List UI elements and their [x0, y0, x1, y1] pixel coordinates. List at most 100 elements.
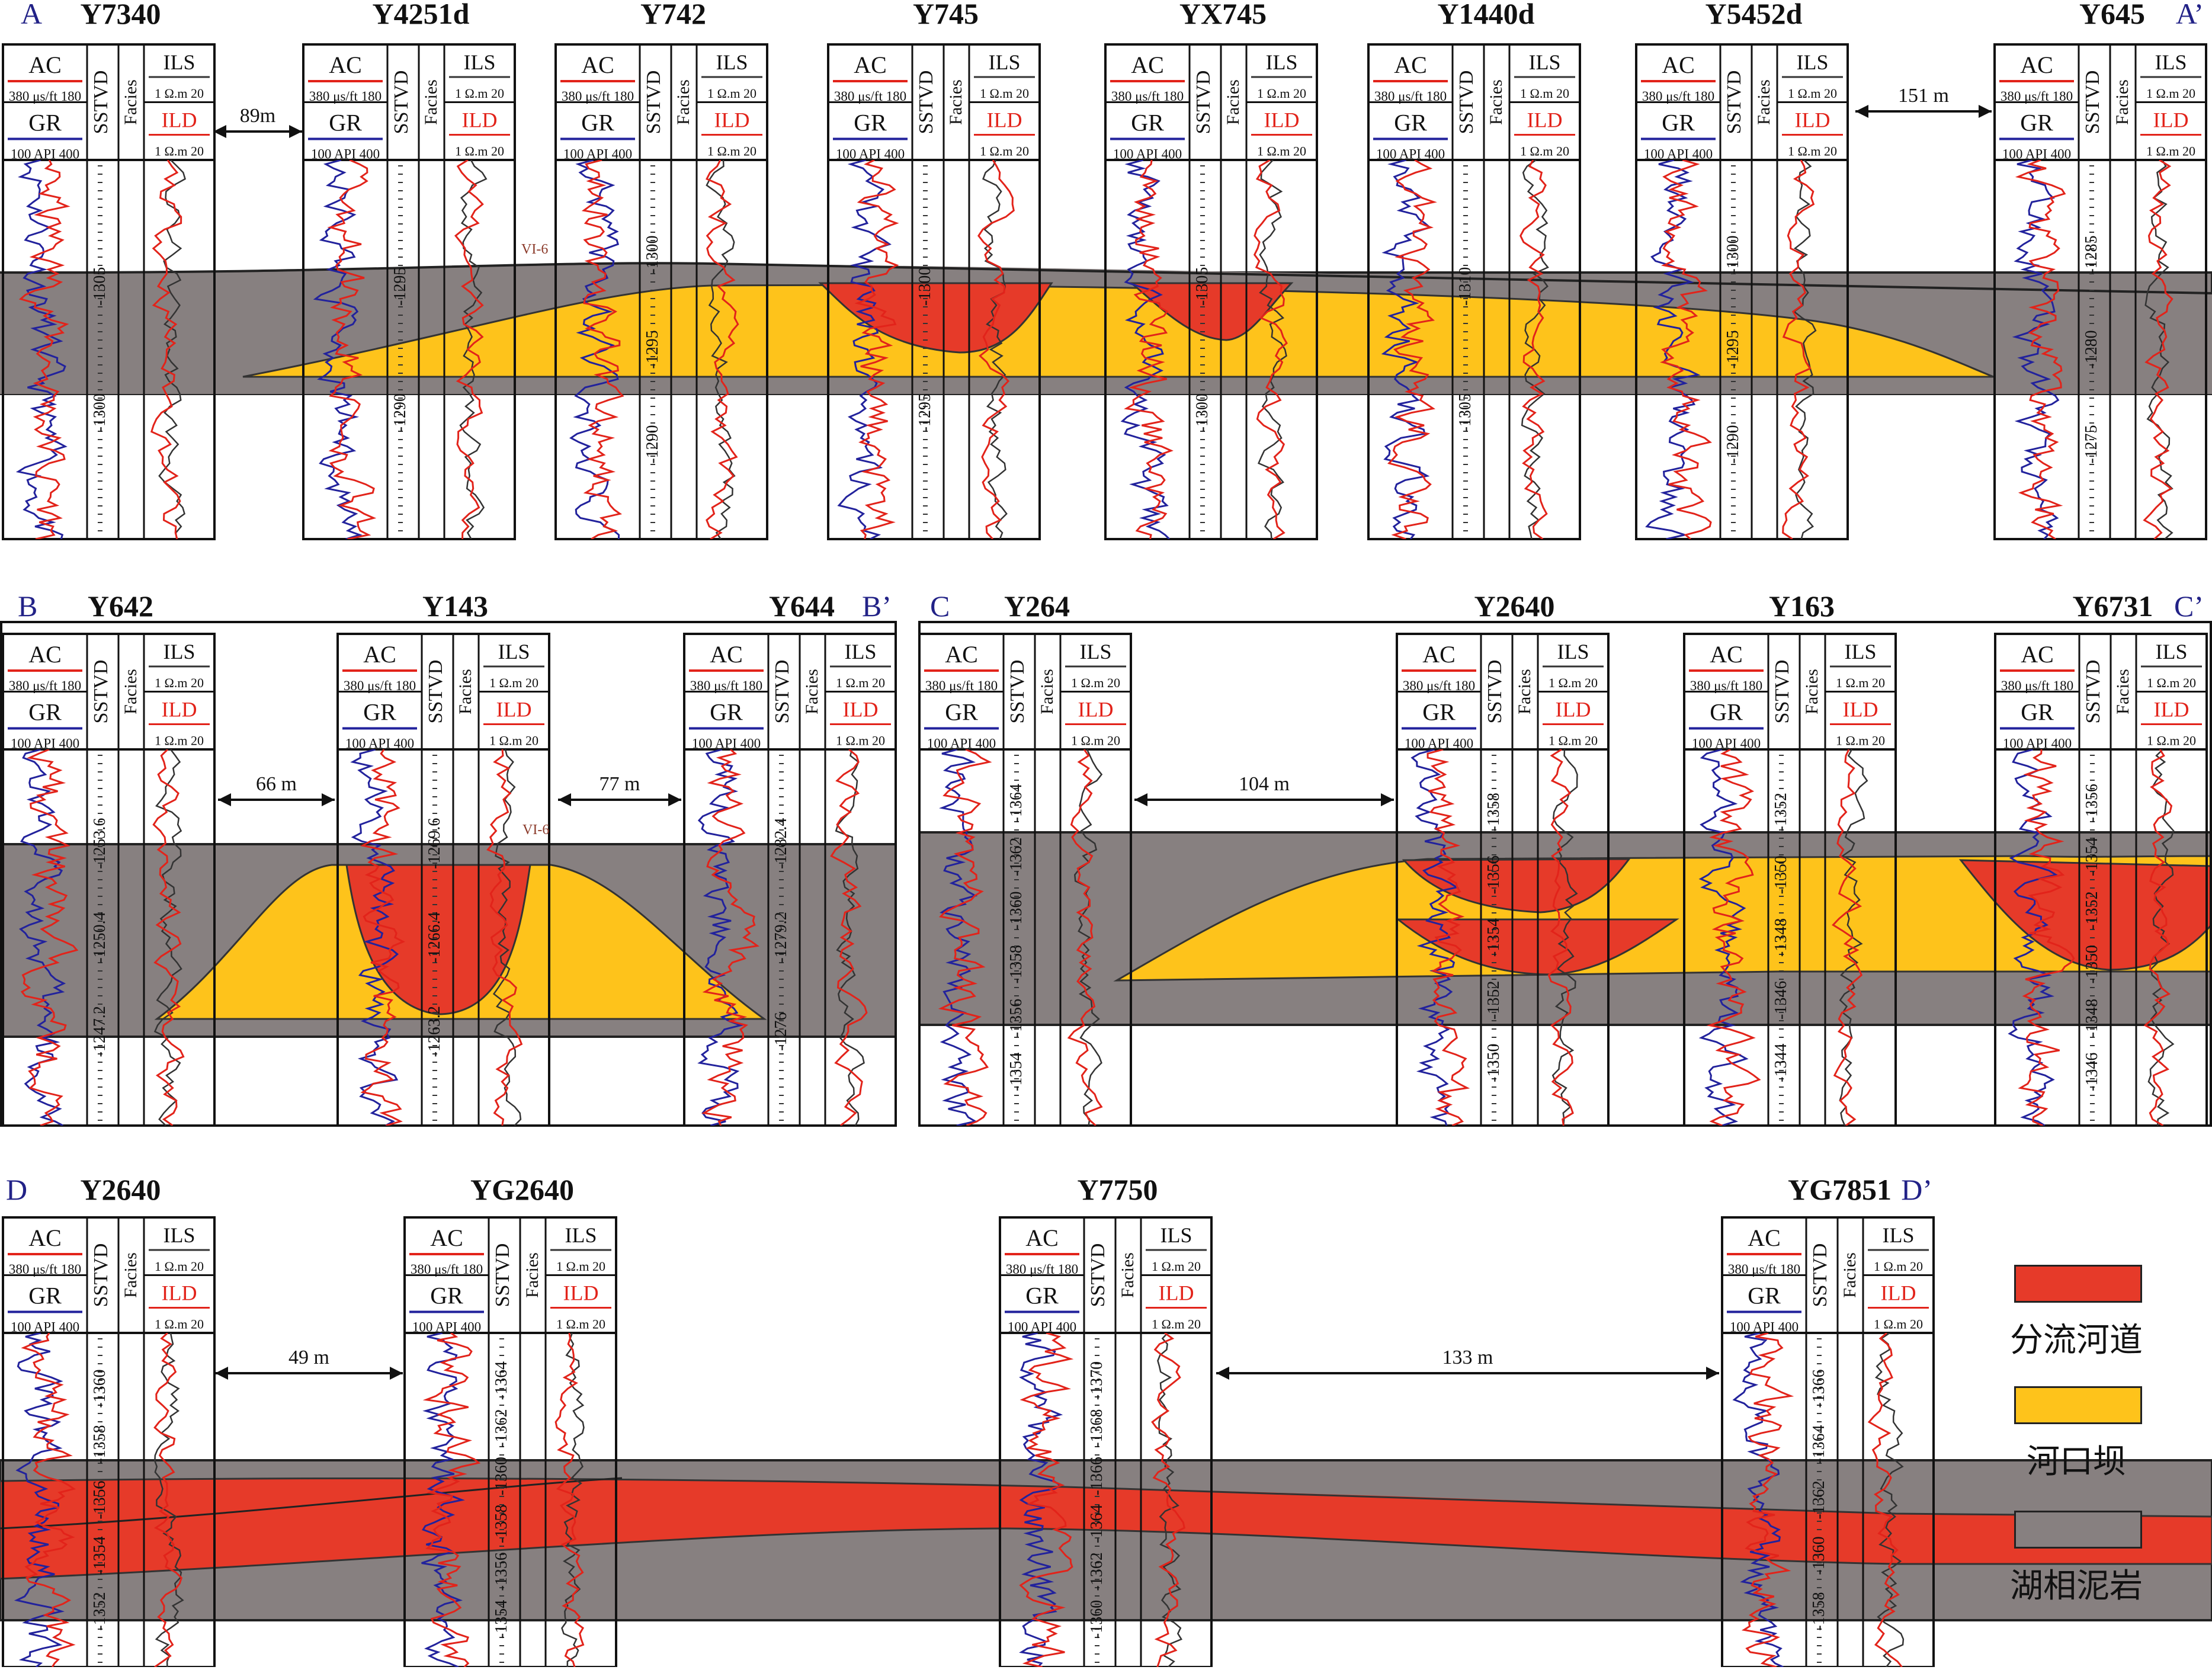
facies-header: Facies — [121, 79, 140, 125]
ils-label: ILS — [2156, 640, 2188, 663]
ild-curve — [454, 160, 484, 539]
ild-curve — [1832, 749, 1863, 1126]
gr-label: GR — [1662, 110, 1695, 136]
ac-curve — [581, 160, 624, 539]
ild-scale: 1 Ω.m 20 — [836, 733, 885, 748]
gr-label: GR — [945, 699, 978, 726]
ac-label: AC — [28, 1225, 62, 1251]
log-curves — [18, 749, 185, 1126]
ils-label: ILS — [1529, 50, 1561, 74]
ild-label: ILD — [1527, 108, 1563, 132]
ac-label: AC — [1662, 52, 1695, 78]
facies-header: Facies — [946, 79, 966, 125]
depth-label: -1370 — [1088, 1361, 1106, 1400]
ac-scale: 380 μs/ft 180 — [2001, 678, 2073, 693]
ild-label: ILD — [462, 108, 498, 132]
depth-label: -1282.4 — [772, 818, 790, 869]
ils-scale: 1 Ω.m 20 — [455, 86, 504, 101]
depth-label: -1356 — [91, 1480, 109, 1519]
arrow-head — [1979, 105, 1992, 118]
gr-scale: 100 API 400 — [11, 736, 79, 751]
depth-label: -1305 — [1193, 267, 1211, 306]
ild-label: ILD — [1843, 698, 1878, 722]
ild-scale: 1 Ω.m 20 — [2147, 733, 2196, 748]
depth-label: -1350 — [1772, 855, 1790, 894]
depth-label: -1352 — [91, 1592, 109, 1630]
well-name: YG7851 — [1788, 1173, 1892, 1206]
depth-label: -1358 — [1810, 1592, 1828, 1630]
legend-swatch-channel — [2014, 1265, 2142, 1303]
legend-item-mouth-bar: 河口坝 — [2014, 1386, 2153, 1483]
ild-scale: 1 Ω.m 20 — [1788, 144, 1837, 159]
ild-scale: 1 Ω.m 20 — [707, 144, 756, 159]
ils-label: ILS — [1080, 640, 1112, 663]
depth-label: -1362 — [1007, 838, 1025, 876]
depth-label: -1346 — [1772, 981, 1790, 1020]
ild-scale: 1 Ω.m 20 — [1152, 1317, 1201, 1332]
ild-label: ILD — [496, 698, 532, 722]
ac-label: AC — [1131, 52, 1164, 78]
ac-curve — [1706, 749, 1761, 1126]
log-curves — [938, 749, 1103, 1126]
section-end-label: B’ — [862, 589, 892, 623]
facies-header: Facies — [802, 669, 822, 714]
arrow-head — [1855, 105, 1868, 118]
facies-header: Facies — [1840, 1252, 1860, 1298]
gr-curve — [1019, 1333, 1063, 1667]
ac-label: AC — [1394, 52, 1427, 78]
depth-label: -1290 — [1724, 425, 1742, 463]
depth-label: -1360 — [91, 1369, 109, 1408]
well-name: Y645 — [2079, 0, 2145, 30]
ac-curve — [854, 160, 899, 539]
gr-scale: 100 API 400 — [1730, 1320, 1799, 1335]
ac-curve — [18, 160, 70, 539]
gr-label: GR — [1131, 110, 1164, 136]
depth-header: SSTVD — [492, 1243, 514, 1307]
ils-label: ILS — [1883, 1223, 1915, 1247]
log-curves — [697, 749, 868, 1126]
depth-header: SSTVD — [390, 70, 412, 134]
ils-label: ILS — [464, 50, 496, 74]
ils-scale: 1 Ω.m 20 — [1520, 86, 1569, 101]
section-end-label: D’ — [1901, 1173, 1932, 1206]
ils-curve — [158, 160, 186, 539]
ils-scale: 1 Ω.m 20 — [2147, 675, 2196, 690]
ild-label: ILD — [2153, 108, 2189, 132]
arrow-head — [668, 793, 681, 806]
channel-body — [345, 864, 531, 1015]
depth-label: -1360 — [1007, 891, 1025, 929]
ils-label: ILS — [164, 50, 195, 74]
depth-label: -1362 — [492, 1409, 511, 1447]
ild-label: ILD — [1078, 698, 1114, 722]
ils-scale: 1 Ω.m 20 — [1152, 1259, 1201, 1274]
depth-label: -1358 — [492, 1505, 511, 1543]
ild-label: ILD — [1159, 1281, 1194, 1305]
ild-curve — [554, 1333, 585, 1667]
facies-header: Facies — [2113, 669, 2133, 714]
ils-curve — [2147, 749, 2175, 1126]
gr-curve — [939, 749, 978, 1126]
arrow-head — [289, 125, 302, 138]
gr-label: GR — [1025, 1283, 1059, 1309]
facies-header: Facies — [421, 79, 441, 125]
gr-curve — [14, 1333, 65, 1667]
well-name: Y2640 — [80, 1173, 161, 1206]
ils-scale: 1 Ω.m 20 — [155, 86, 204, 101]
ac-label: AC — [2021, 641, 2054, 668]
log-curves — [2012, 160, 2173, 539]
ac-label: AC — [1710, 641, 1743, 668]
depth-label: -1266.4 — [425, 912, 444, 963]
depth-header: SSTVD — [915, 70, 937, 134]
depth-header: SSTVD — [1771, 660, 1793, 724]
ils-label: ILS — [1557, 640, 1589, 663]
log-curves — [569, 160, 739, 539]
log-curves — [1120, 160, 1288, 539]
ild-scale: 1 Ω.m 20 — [1071, 733, 1120, 748]
well-spacing: 104 m — [1134, 773, 1394, 806]
log-curves — [15, 160, 186, 539]
gr-scale: 100 API 400 — [1376, 147, 1445, 162]
